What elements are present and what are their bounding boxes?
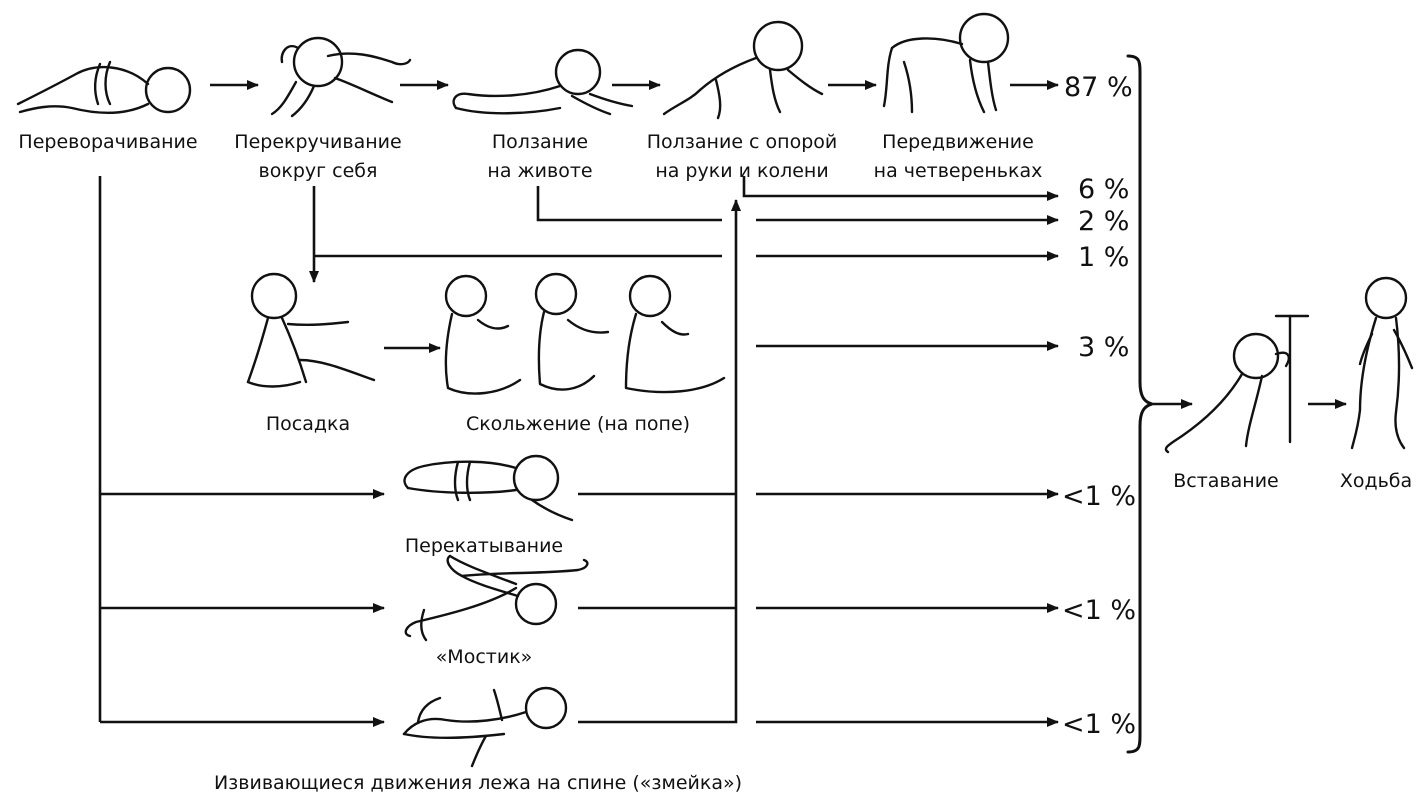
baby-bottom-shuffle-icon <box>446 274 724 394</box>
label-rolling-over: Переворачивание <box>18 131 197 153</box>
baby-rolling-over-icon <box>18 62 190 113</box>
baby-bridge-icon <box>406 556 588 640</box>
percent-6: 6 % <box>1078 174 1129 205</box>
label-wriggling: Извивающиеся движения лежа на спине («зм… <box>214 772 742 794</box>
label-belly-crawl-line1: Ползание <box>492 131 588 153</box>
label-all-fours-line2: на четвереньках <box>874 160 1043 182</box>
label-pivoting-line2: вокруг себя <box>259 160 378 182</box>
percent-lt1-wriggling: <1 % <box>1062 709 1136 740</box>
baby-standing-icon <box>1166 316 1308 452</box>
baby-walking-icon <box>1352 278 1412 448</box>
percent-3: 3 % <box>1078 332 1129 363</box>
percent-lt1-bridge: <1 % <box>1062 595 1136 626</box>
path-belly-to-2a <box>538 186 722 220</box>
label-hands-knees-line1: Ползание с опорой <box>647 131 838 153</box>
baby-belly-crawl-icon <box>454 50 632 114</box>
label-belly-crawl-line2: на животе <box>487 160 592 182</box>
label-walking: Ходьба <box>1340 470 1412 492</box>
label-log-rolling: Перекатывание <box>405 535 563 557</box>
percent-lt1-log-rolling: <1 % <box>1062 481 1136 512</box>
label-standing: Вставание <box>1173 470 1279 492</box>
baby-log-rolling-icon <box>405 456 572 520</box>
baby-hands-knees-crawl-icon <box>664 22 822 118</box>
label-hands-knees-line2: на руки и колени <box>655 160 828 182</box>
stage-labels: Переворачивание Перекручивание вокруг се… <box>18 131 1412 794</box>
percent-1: 1 % <box>1078 242 1129 273</box>
baby-pivoting-icon <box>272 38 410 116</box>
baby-sitting-icon <box>248 274 374 387</box>
percent-87: 87 % <box>1064 72 1133 103</box>
baby-wriggling-icon <box>404 688 566 766</box>
percent-2: 2 % <box>1078 206 1129 237</box>
label-bridge: «Мостик» <box>436 646 533 668</box>
outcomes-brace <box>1128 56 1152 752</box>
label-sitting: Посадка <box>266 413 350 435</box>
label-all-fours-line1: Передвижение <box>882 131 1034 153</box>
label-pivoting-line1: Перекручивание <box>234 131 401 153</box>
outcome-percentages: 87 % 6 % 2 % 1 % 3 % <1 % <1 % <1 % <box>1062 72 1136 740</box>
label-bottom-shuffle: Скольжение (на попе) <box>466 413 690 435</box>
baby-all-fours-icon <box>884 14 1008 112</box>
